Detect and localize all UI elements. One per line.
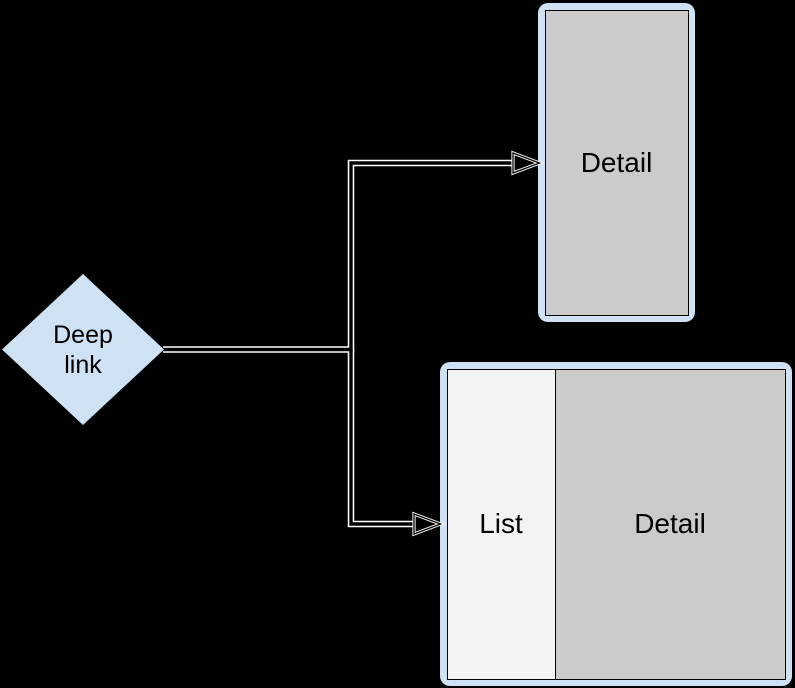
expanded-screen: List Detail [446,368,786,680]
list-pane: List [447,369,556,679]
deep-link-decision-node: Deep link [2,274,164,425]
connector-to-expanded [347,349,414,528]
connector-to-compact [163,159,513,353]
deep-link-label: Deep link [53,320,113,379]
compact-detail-pane: Detail [546,11,688,315]
compact-detail-label: Detail [580,146,653,178]
compact-screen: Detail [544,9,689,316]
expanded-detail-label: Detail [634,508,706,539]
expanded-screen-frame: List Detail [440,362,792,686]
expanded-detail-pane: Detail [555,369,785,679]
deep-link-label-wrap: Deep link [2,274,164,425]
compact-screen-frame: Detail [538,3,695,322]
diamond-shape [2,274,164,425]
arrowhead-to-expanded [412,511,446,537]
arrowhead-to-compact [511,150,545,176]
list-pane-label: List [479,508,523,539]
